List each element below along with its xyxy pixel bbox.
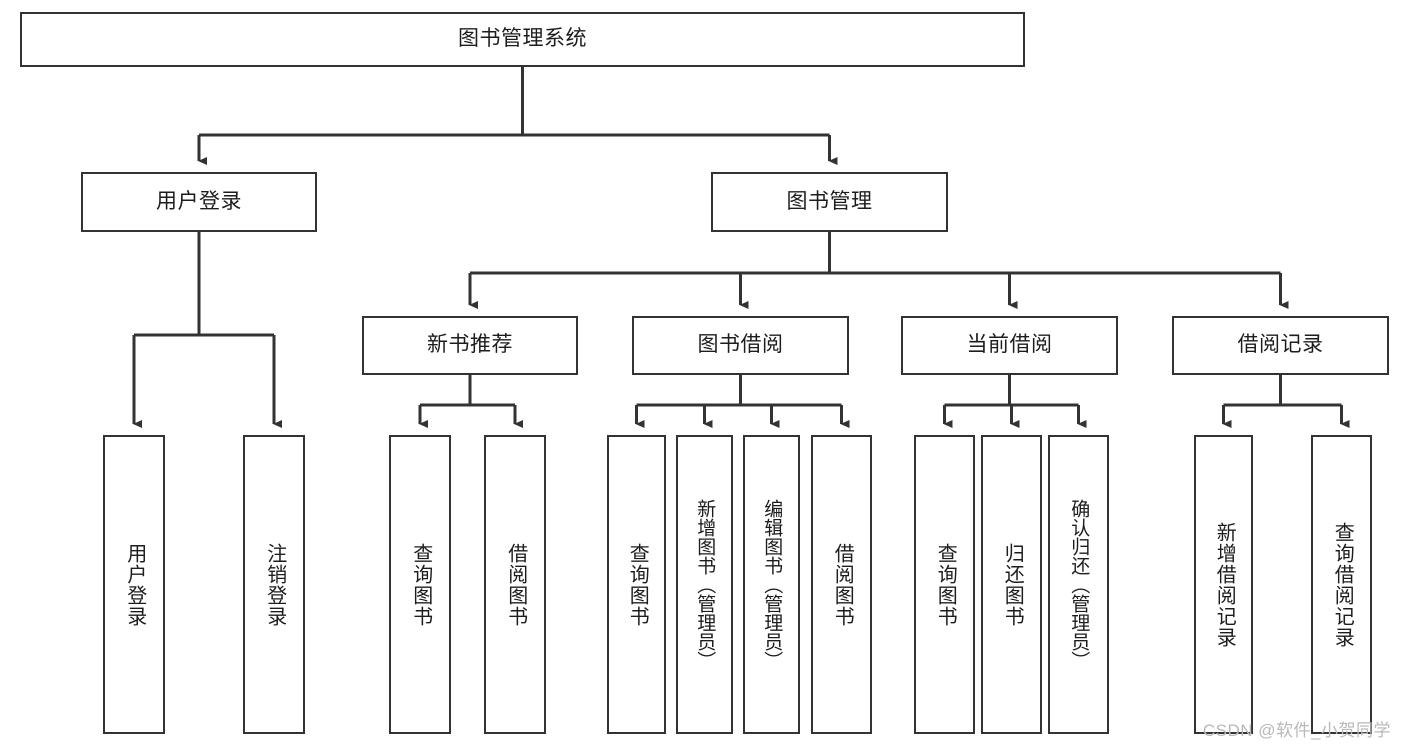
node-label: 借阅记录 — [1237, 333, 1324, 357]
node-leaf-borrow-book-2[interactable]: 借阅图书 — [811, 435, 872, 734]
node-label: 查询图书 — [934, 542, 957, 627]
node-leaf-query-record[interactable]: 查询借阅记录 — [1311, 435, 1372, 734]
node-label: 查询图书 — [626, 542, 649, 627]
node-label: 归还图书 — [1001, 542, 1024, 627]
node-new-book-rec[interactable]: 新书推荐 — [362, 316, 578, 375]
node-root[interactable]: 图书管理系统 — [20, 12, 1025, 67]
node-label: 用户登录 — [123, 542, 146, 627]
watermark-text: CSDN @软件_小贺同学 — [1202, 721, 1391, 740]
node-label: 借阅图书 — [831, 542, 854, 627]
node-leaf-borrow-book-1[interactable]: 借阅图书 — [484, 435, 546, 734]
node-leaf-query-book-3[interactable]: 查询图书 — [914, 435, 975, 734]
node-label: 新增借阅记录 — [1213, 521, 1236, 648]
node-label: 图书管理系统 — [458, 27, 587, 51]
node-leaf-user-login[interactable]: 用户登录 — [103, 435, 165, 734]
node-leaf-logout[interactable]: 注销登录 — [243, 435, 305, 734]
node-label: 注销登录 — [263, 542, 286, 627]
node-label: 借阅图书 — [504, 542, 527, 627]
node-label: 查询图书 — [409, 542, 432, 627]
node-label: 当前借阅 — [966, 333, 1053, 357]
node-label: 用户登录 — [156, 189, 242, 213]
node-label: 图书管理 — [786, 189, 873, 213]
node-label: 新书推荐 — [427, 333, 513, 357]
node-leaf-confirm-return[interactable]: 确认归还（管理员） — [1048, 435, 1109, 734]
node-leaf-query-book-1[interactable]: 查询图书 — [389, 435, 451, 734]
node-leaf-add-record[interactable]: 新增借阅记录 — [1194, 435, 1253, 734]
node-current-borrow[interactable]: 当前借阅 — [901, 316, 1118, 375]
node-book-manage[interactable]: 图书管理 — [711, 172, 948, 232]
node-leaf-edit-book[interactable]: 编辑图书（管理员） — [743, 435, 800, 734]
node-label: 新增图书（管理员） — [694, 499, 716, 670]
node-book-borrow[interactable]: 图书借阅 — [632, 316, 849, 375]
node-label: 确认归还（管理员） — [1068, 499, 1090, 670]
node-leaf-add-book[interactable]: 新增图书（管理员） — [676, 435, 733, 734]
node-user-login[interactable]: 用户登录 — [81, 172, 317, 232]
node-borrow-record[interactable]: 借阅记录 — [1172, 316, 1389, 375]
node-label: 图书借阅 — [697, 333, 784, 357]
node-label: 编辑图书（管理员） — [761, 499, 783, 670]
node-leaf-return-book[interactable]: 归还图书 — [981, 435, 1042, 734]
node-leaf-query-book-2[interactable]: 查询图书 — [607, 435, 666, 734]
node-label: 查询借阅记录 — [1331, 521, 1354, 648]
